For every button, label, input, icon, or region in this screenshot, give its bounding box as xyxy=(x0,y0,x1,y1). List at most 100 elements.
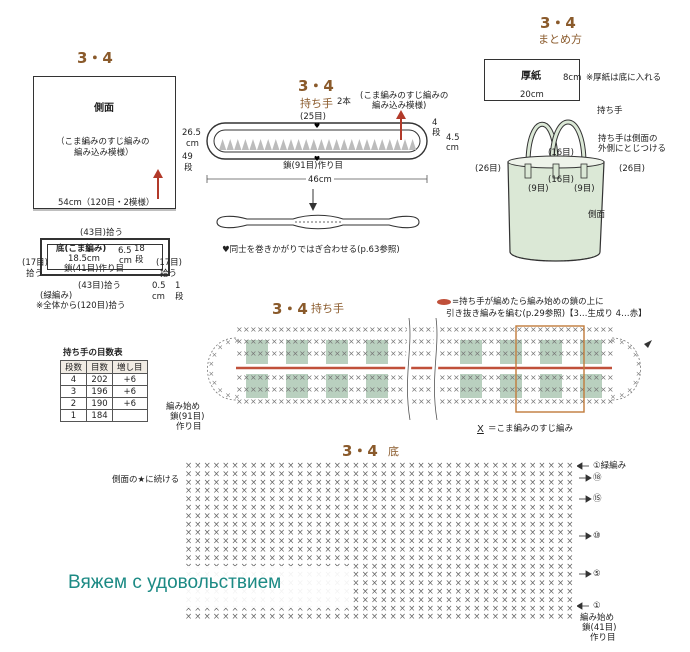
svg-text:×: × xyxy=(579,385,586,394)
svg-text:×: × xyxy=(222,478,229,488)
svg-text:×: × xyxy=(473,595,480,605)
svg-text:×: × xyxy=(529,562,536,572)
svg-text:×: × xyxy=(325,545,332,555)
svg-text:×: × xyxy=(467,325,474,334)
svg-text:×: × xyxy=(520,537,527,547)
svg-text:×: × xyxy=(320,373,327,382)
svg-text:×: × xyxy=(390,562,397,572)
svg-text:×: × xyxy=(362,553,369,563)
svg-text:×: × xyxy=(343,553,350,563)
svg-text:×: × xyxy=(250,461,257,471)
svg-text:×: × xyxy=(511,612,518,622)
svg-text:×: × xyxy=(348,397,355,406)
svg-text:×: × xyxy=(297,486,304,496)
svg-text:×: × xyxy=(369,349,376,358)
svg-text:×: × xyxy=(185,528,192,538)
svg-text:×: × xyxy=(445,553,452,563)
svg-text:×: × xyxy=(399,570,406,580)
svg-text:×: × xyxy=(408,587,415,597)
svg-text:×: × xyxy=(334,495,341,505)
svg-text:×: × xyxy=(371,570,378,580)
svg-text:×: × xyxy=(241,612,248,622)
svg-text:×: × xyxy=(520,587,527,597)
svg-text:×: × xyxy=(278,528,285,538)
svg-text:×: × xyxy=(315,486,322,496)
svg-text:×: × xyxy=(593,325,600,334)
side-width: 54cm（120目・2模様） xyxy=(56,198,157,209)
svg-text:×: × xyxy=(557,486,564,496)
svg-text:×: × xyxy=(327,349,334,358)
svg-text:×: × xyxy=(369,385,376,394)
svg-text:×: × xyxy=(572,337,579,346)
svg-text:×: × xyxy=(371,604,378,614)
svg-text:×: × xyxy=(222,612,229,622)
svg-text:×: × xyxy=(511,511,518,521)
svg-text:×: × xyxy=(313,373,320,382)
svg-text:×: × xyxy=(529,469,536,479)
svg-text:×: × xyxy=(257,385,264,394)
bottom-edge-name: (緑編み) xyxy=(40,291,73,301)
svg-text:×: × xyxy=(380,537,387,547)
svg-text:×: × xyxy=(509,397,516,406)
svg-text:×: × xyxy=(483,570,490,580)
svg-text:×: × xyxy=(397,373,404,382)
svg-text:×: × xyxy=(269,604,276,614)
svg-text:×: × xyxy=(501,495,508,505)
svg-text:×: × xyxy=(572,385,579,394)
svg-text:×: × xyxy=(241,503,248,513)
svg-text:×: × xyxy=(418,385,425,394)
svg-text:×: × xyxy=(315,520,322,530)
svg-text:×: × xyxy=(520,461,527,471)
svg-text:×: × xyxy=(538,478,545,488)
svg-text:×: × xyxy=(185,461,192,471)
svg-text:×: × xyxy=(343,478,350,488)
svg-text:×: × xyxy=(390,349,397,358)
svg-text:×: × xyxy=(222,528,229,538)
svg-text:×: × xyxy=(538,503,545,513)
svg-text:×: × xyxy=(544,385,551,394)
svg-text:×: × xyxy=(269,503,276,513)
svg-text:×: × xyxy=(334,486,341,496)
svg-text:×: × xyxy=(399,511,406,521)
svg-text:×: × xyxy=(607,349,614,358)
svg-text:×: × xyxy=(334,397,341,406)
bottom-edge-note: ※全体から(120目)拾う xyxy=(36,301,126,311)
svg-text:×: × xyxy=(445,595,452,605)
svg-text:×: × xyxy=(586,337,593,346)
svg-text:×: × xyxy=(352,520,359,530)
svg-text:×: × xyxy=(460,397,467,406)
svg-text:×: × xyxy=(352,486,359,496)
bottom-row-1: ① xyxy=(593,601,601,611)
svg-text:×: × xyxy=(278,469,285,479)
handle-depth: 4.5 xyxy=(446,133,460,143)
svg-text:×: × xyxy=(380,553,387,563)
svg-text:×: × xyxy=(538,604,545,614)
svg-text:×: × xyxy=(297,537,304,547)
svg-text:×: × xyxy=(492,545,499,555)
chart-handle-heading: 3・4 xyxy=(272,300,308,318)
svg-text:×: × xyxy=(250,349,257,358)
svg-text:×: × xyxy=(439,337,446,346)
svg-text:×: × xyxy=(511,570,518,580)
svg-text:×: × xyxy=(511,461,518,471)
svg-text:×: × xyxy=(306,604,313,614)
svg-text:×: × xyxy=(572,397,579,406)
svg-text:×: × xyxy=(579,397,586,406)
svg-text:×: × xyxy=(464,562,471,572)
svg-text:×: × xyxy=(306,528,313,538)
svg-text:×: × xyxy=(334,604,341,614)
svg-text:×: × xyxy=(232,537,239,547)
svg-text:×: × xyxy=(464,537,471,547)
svg-text:×: × xyxy=(185,469,192,479)
svg-text:×: × xyxy=(538,520,545,530)
svg-text:×: × xyxy=(530,385,537,394)
svg-text:×: × xyxy=(397,337,404,346)
svg-text:×: × xyxy=(445,461,452,471)
handle-title: 持ち手 xyxy=(300,97,333,110)
svg-text:×: × xyxy=(607,373,614,382)
bottom-left-pickup-lbl: 拾う xyxy=(26,269,44,279)
svg-text:×: × xyxy=(502,373,509,382)
svg-text:×: × xyxy=(408,461,415,471)
svg-text:×: × xyxy=(418,587,425,597)
svg-text:×: × xyxy=(474,349,481,358)
